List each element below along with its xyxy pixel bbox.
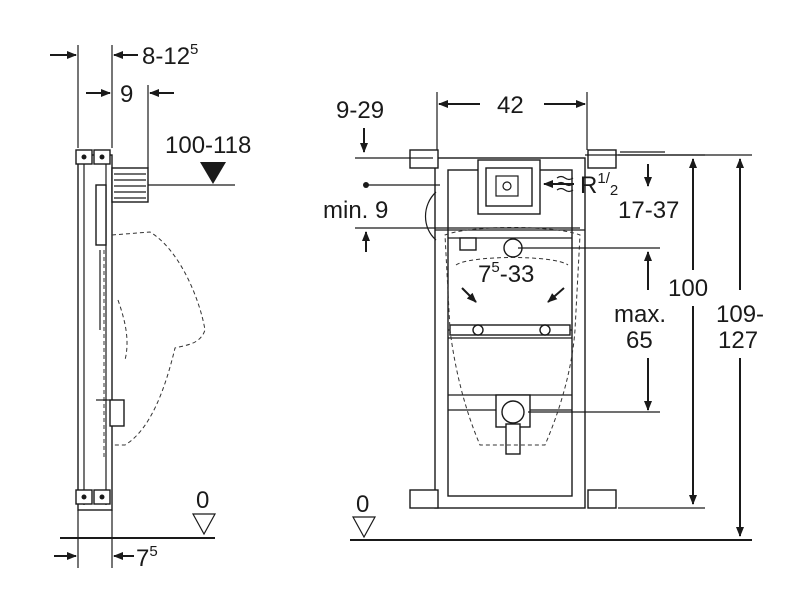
side-frame (77, 154, 125, 511)
side-inlet-pipe (111, 167, 149, 203)
dim-depth-range: 8-125 (142, 41, 198, 70)
side-top-bracket (75, 149, 111, 165)
dim-spacing: 75-33 (478, 259, 534, 288)
front-view: 9-29 42 min. 9 R1/2 17-37 75-33 max. 65 (323, 92, 764, 541)
dim-total-bottom: 127 (718, 327, 758, 354)
dim-floor-zero-side: 0 (196, 487, 209, 514)
dim-bottom-offset: 75 (136, 543, 158, 572)
dim-inlet-range: 17-37 (618, 197, 679, 224)
dim-nine: 9 (120, 81, 133, 108)
dim-max-label: max. (614, 301, 666, 328)
dim-offset-range: 9-29 (336, 97, 384, 124)
connector-block (459, 237, 477, 251)
side-view: 8-125 9 100-118 0 75 (50, 41, 251, 572)
dim-height: 100 (668, 275, 708, 302)
flush-valve-box (477, 159, 541, 215)
side-bottom-bracket (75, 489, 111, 505)
dim-max-value: 65 (626, 327, 653, 354)
drain-outlet (495, 394, 531, 455)
side-urinal-outline (111, 231, 206, 446)
front-bottom-brackets (409, 489, 617, 509)
dim-pipe-height: 100-118 (165, 132, 251, 159)
bolt-row (449, 324, 571, 336)
dim-width: 42 (497, 92, 524, 119)
dim-floor-zero-front: 0 (356, 491, 369, 518)
dim-min-nine: min. 9 (323, 197, 388, 224)
dim-thread: R1/2 (580, 170, 618, 199)
dim-total-top: 109- (716, 301, 764, 328)
